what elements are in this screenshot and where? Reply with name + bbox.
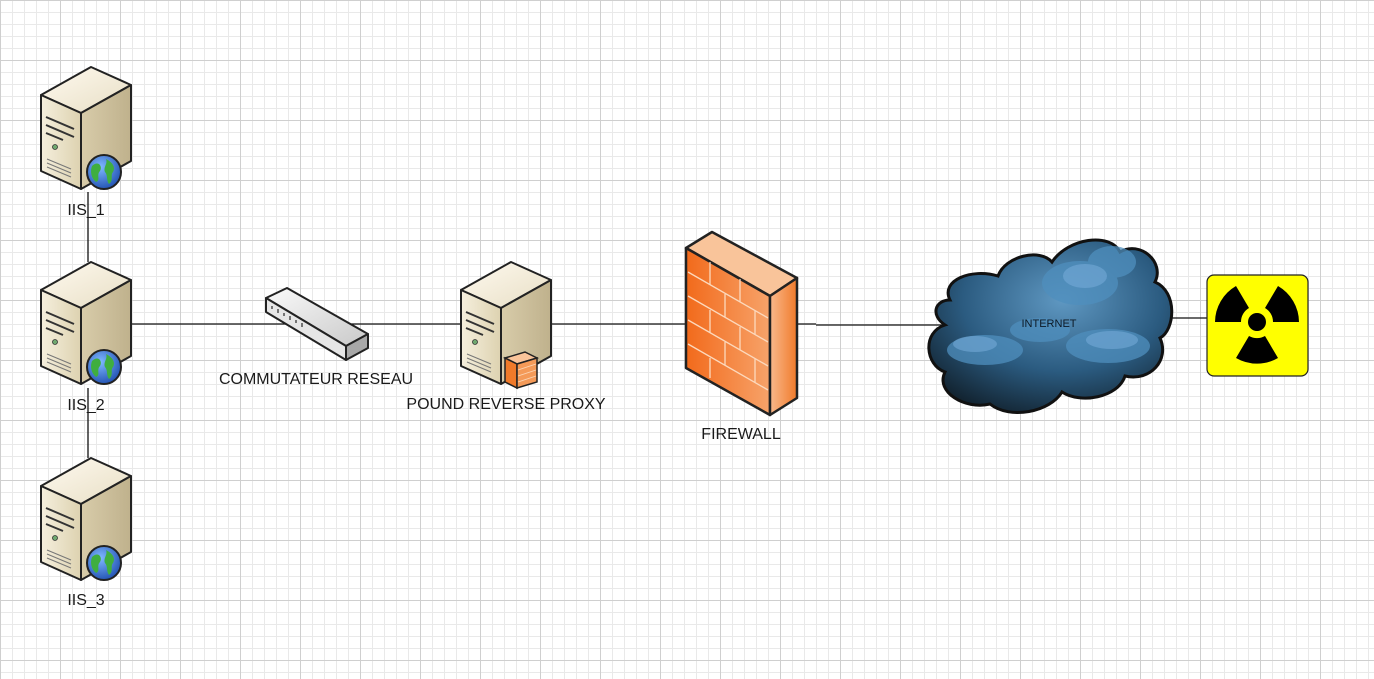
firewall-badge-icon <box>502 351 540 390</box>
server-iis-2[interactable] <box>40 261 132 385</box>
server-iis-1[interactable] <box>40 66 132 190</box>
firewall-label: FIREWALL <box>701 426 781 443</box>
cloud-icon[interactable] <box>927 238 1174 414</box>
firewall-icon[interactable] <box>684 230 799 417</box>
switch-label: COMMUTATEUR RESEAU <box>218 371 414 388</box>
globe-icon <box>86 545 122 581</box>
iis-2-label: IIS_2 <box>67 397 105 414</box>
proxy-server[interactable] <box>460 261 552 390</box>
internet-label: INTERNET <box>1021 318 1077 330</box>
proxy-label: POUND REVERSE PROXY <box>406 396 606 413</box>
globe-icon <box>86 154 122 190</box>
radiation-hazard-icon[interactable] <box>1206 274 1309 377</box>
globe-icon <box>86 349 122 385</box>
network-switch-icon[interactable] <box>265 287 369 361</box>
server-iis-3[interactable] <box>40 457 132 581</box>
iis-1-label: IIS_1 <box>67 202 105 219</box>
iis-3-label: IIS_3 <box>67 592 105 609</box>
